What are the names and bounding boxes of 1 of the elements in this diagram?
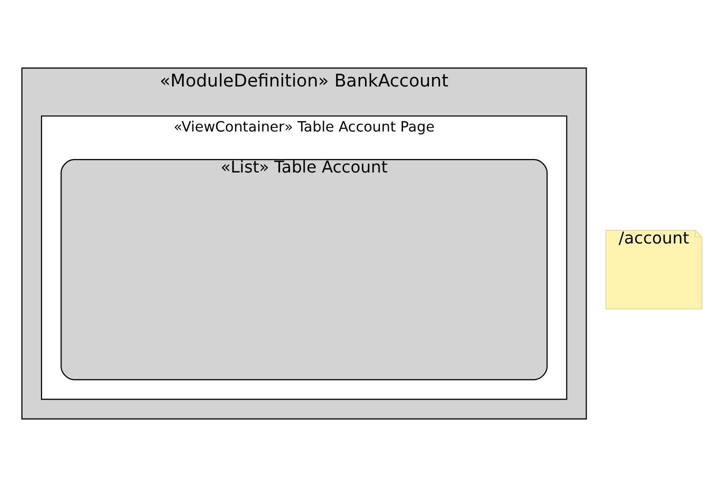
node-box: «List» Table Account — [60, 159, 548, 380]
